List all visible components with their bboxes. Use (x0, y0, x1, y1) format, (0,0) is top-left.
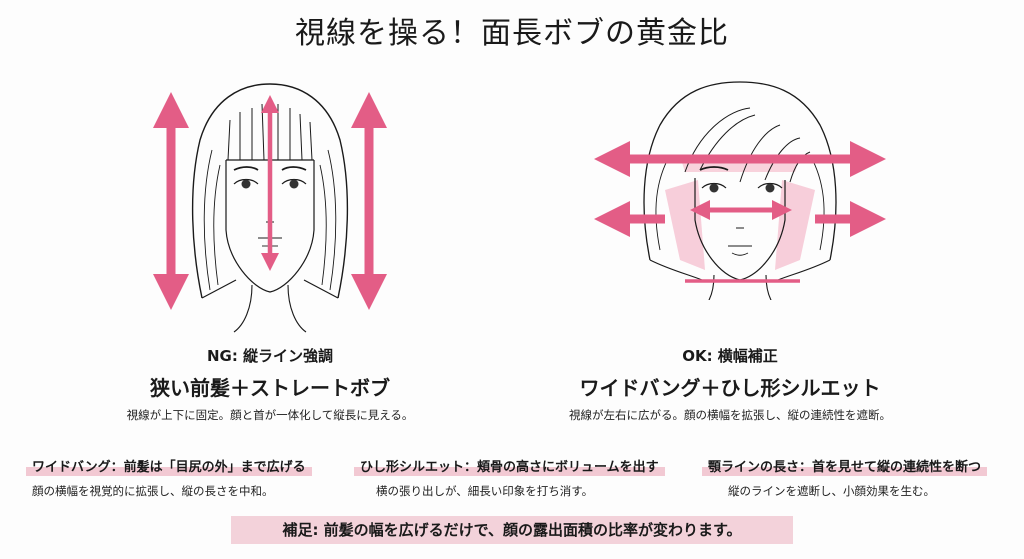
supplement-note: 補足: 前髪の幅を広げるだけで、顔の露出面積の比率が変わります。 (231, 516, 793, 544)
ok-illustration (590, 70, 890, 303)
ng-illustration (140, 70, 400, 340)
wide-bang-bob-face-illustration (594, 81, 886, 303)
tip-heading: 顎ラインの長さ：首を見せて縦の連続性を断つ (702, 456, 988, 476)
ng-title: 狭い前髪＋ストレートボブ (150, 376, 390, 400)
tip-wide-bang: ワイドバング：前髪は「目尻の外」まで広げる 顔の横幅を視覚的に拡張し、縦の長さを… (26, 456, 312, 499)
tip-body: 縦のラインを遮断し、小顔効果を生む。 (728, 484, 935, 498)
ok-label: OK: 横幅補正 (682, 347, 778, 365)
ok-title: ワイドバング＋ひし形シルエット (579, 376, 881, 400)
tip-heading: ひし形シルエット：頬骨の高さにボリュームを出す (354, 456, 665, 476)
tip-diamond-silhouette: ひし形シルエット：頬骨の高さにボリュームを出す 横の張り出しが、細長い印象を打ち… (354, 456, 665, 499)
ok-description: 視線が左右に広がる。顔の横幅を拡張し、縦の連続性を遮断。 (569, 408, 891, 422)
ng-caption: NG: 縦ライン強調 狭い前髪＋ストレートボブ 視線が上下に固定。顔と首が一体化… (60, 345, 480, 423)
ng-label: NG: 縦ライン強調 (206, 347, 334, 365)
tip-body: 横の張り出しが、細長い印象を打ち消す。 (376, 484, 594, 498)
straight-bob-face-illustration (153, 83, 387, 333)
ok-caption: OK: 横幅補正 ワイドバング＋ひし形シルエット 視線が左右に広がる。顔の横幅を… (520, 345, 940, 423)
page-title: 視線を操る！面長ボブの黄金比 (295, 16, 729, 51)
tip-body: 顔の横幅を視覚的に拡張し、縦の長さを中和。 (32, 484, 274, 498)
ng-description: 視線が上下に固定。顔と首が一体化して縦長に見える。 (126, 408, 414, 422)
tip-jaw-length: 顎ラインの長さ：首を見せて縦の連続性を断つ 縦のラインを遮断し、小顔効果を生む。 (702, 456, 988, 499)
tip-heading: ワイドバング：前髪は「目尻の外」まで広げる (26, 456, 312, 476)
